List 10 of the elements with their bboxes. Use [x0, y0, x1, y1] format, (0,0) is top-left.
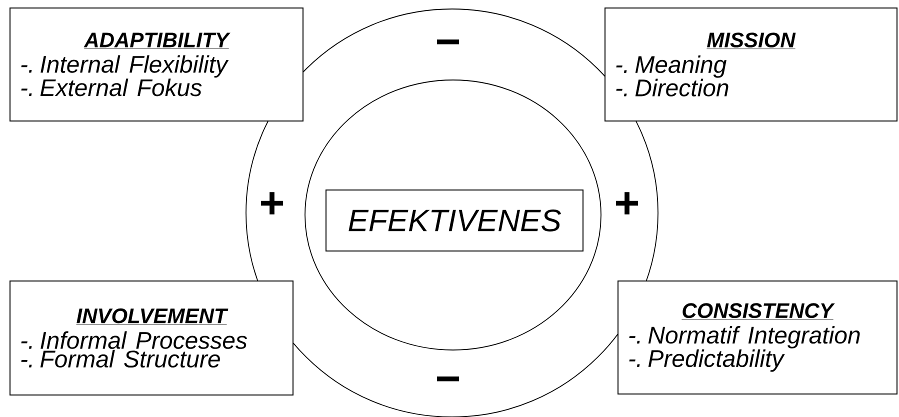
sign-label: − — [436, 376, 460, 382]
category-box: MISSION -. Meaning -. Direction — [604, 8, 898, 122]
category-box: INVOLVEMENT -. Informal Processes -. Formal Structure — [10, 280, 294, 396]
sign-label: + — [261, 192, 284, 214]
sign-label: + — [616, 192, 638, 214]
center-box: EFEKTIVENES — [326, 190, 584, 252]
sign-label: − — [436, 39, 460, 44]
category-box: ADAPTIBILITY -. Internal Flexibility -. External Fokus — [10, 8, 304, 122]
ring-circle — [304, 80, 602, 350]
category-box: CONSISTENCY -. Normatif Integration -. Predictability — [618, 280, 898, 394]
